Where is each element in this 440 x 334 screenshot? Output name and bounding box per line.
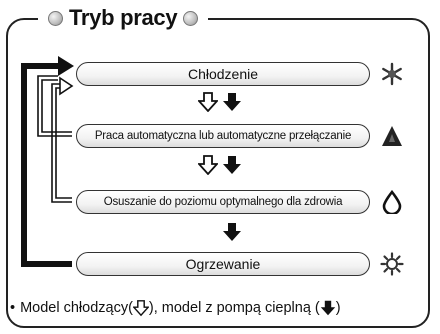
legend-line: • Model chłodzący( ), model z pompą ciep… [10,299,341,317]
legend-hollow-arrow-icon [132,300,149,317]
filled-down-arrow-icon [223,156,241,174]
legend-cooling-model: Model chłodzący( [20,300,133,316]
filled-down-arrow-icon [223,223,241,241]
legend-bullet: • [10,300,16,316]
hollow-down-arrow-icon [198,155,218,175]
title-group: Tryb pracy [38,3,209,33]
mode-cooling: Chłodzenie [76,62,370,86]
arrow-row-3 [222,222,242,242]
mode-heating-label: Ogrzewanie [185,256,261,272]
droplet-icon [378,188,406,216]
auto-triangle-icon [378,122,406,150]
page-title: Tryb pracy [69,5,178,30]
arrow-row-2 [198,155,242,175]
arrow-row-1 [198,92,242,112]
mode-cooling-label: Chłodzenie [187,66,259,82]
sun-icon [378,250,406,278]
title-left-dot-icon [48,10,63,26]
mode-dry: Osuszanie do poziomu optymalnego dla zdr… [76,190,370,214]
legend-separator: ), model z pompą cieplną ( [148,300,320,316]
filled-down-arrow-icon [223,93,241,111]
mode-auto: Praca automatyczna lub automatyczne prze… [76,124,370,148]
mode-dry-label: Osuszanie do poziomu optymalnego dla zdr… [103,196,343,208]
hollow-down-arrow-icon [198,92,218,112]
snowflake-icon [378,60,406,88]
mode-heating: Ogrzewanie [76,252,370,276]
title-right-dot-icon [183,10,199,26]
legend-filled-arrow-icon [320,300,335,316]
mode-auto-label: Praca automatyczna lub automatyczne prze… [94,130,352,142]
legend-end: ) [335,300,341,316]
